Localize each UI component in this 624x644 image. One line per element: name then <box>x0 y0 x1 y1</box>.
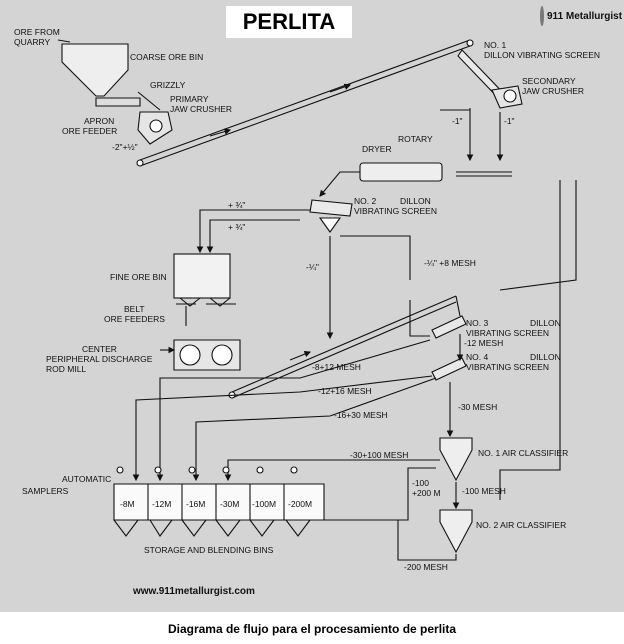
label-dryer: DRYER <box>362 144 392 154</box>
fine-ore-bin <box>173 253 231 299</box>
bin-label: -200M <box>288 499 312 509</box>
label-rod-mill-2: PERIPHERAL DISCHARGE <box>46 354 153 364</box>
sampler-icon <box>116 466 124 474</box>
bin-label: -8M <box>120 499 135 509</box>
label-minus-30-mesh: -30 MESH <box>458 402 497 412</box>
air-classifier-1 <box>439 437 473 482</box>
label-grizzly: GRIZZLY <box>150 80 186 90</box>
label-automatic-samplers: AUTOMATIC <box>62 474 111 484</box>
flowsheet-diagram: ORE FROM QUARRY COARSE ORE BIN GRIZZLY P… <box>14 27 600 572</box>
label-minus-200-mesh: -200 MESH <box>404 562 448 572</box>
label-screen-3-3: VIBRATING SCREEN <box>466 328 549 338</box>
label-screen-2: NO. 2 <box>354 196 376 206</box>
label-screen-2-3: VIBRATING SCREEN <box>354 206 437 216</box>
label-automatic-samplers-2: SAMPLERS <box>22 486 69 496</box>
label-belt-ore-feeders-2: ORE FEEDERS <box>104 314 165 324</box>
label-minus-100: -100 <box>412 478 429 488</box>
label-rod-mill: CENTER <box>82 344 117 354</box>
brand-logo: 911 Metallurgist <box>540 4 622 28</box>
label-coarse-ore-bin: COARSE ORE BIN <box>130 52 203 62</box>
label-screen-4-3: VIBRATING SCREEN <box>466 362 549 372</box>
label-minus-1in-b: -1" <box>504 116 515 126</box>
bin-label: -30M <box>220 499 239 509</box>
label-storage-bins: STORAGE AND BLENDING BINS <box>144 545 274 555</box>
label-fine-ore-bin: FINE ORE BIN <box>110 272 167 282</box>
label-rotary: ROTARY <box>398 134 433 144</box>
label-screen-2-2: DILLON <box>400 196 431 206</box>
grizzly <box>137 91 161 111</box>
label-screen-3: NO. 3 <box>466 318 488 328</box>
label-ore-from-quarry-2: QUARRY <box>14 37 51 47</box>
main-conveyor <box>139 39 471 161</box>
label-8-12-mesh: -8+12 MESH <box>312 362 361 372</box>
label-minus-100-mesh: -100 MESH <box>462 486 506 496</box>
label-apron-ore-feeder-2: ORE FEEDER <box>62 126 117 136</box>
label-primary-jaw-crusher-2: JAW CRUSHER <box>170 104 232 114</box>
figure-caption: Diagrama de flujo para el procesamiento … <box>167 622 457 636</box>
storage-bins <box>113 483 325 521</box>
label-size-2in: -2"+½" <box>112 142 138 152</box>
screen-4 <box>431 357 467 381</box>
label-apron-ore-feeder: APRON <box>84 116 114 126</box>
page-title: PERLITA <box>226 6 352 38</box>
label-minus-14: -¼" <box>306 262 319 272</box>
label-12-16-mesh: -12+16 MESH <box>318 386 372 396</box>
label-plus-34-a: + ¾" <box>228 200 245 210</box>
coarse-ore-bin <box>61 43 129 97</box>
label-plus-34-b: + ¾" <box>228 222 245 232</box>
quarry-feed-line <box>57 39 71 43</box>
logo-seal-icon <box>540 6 544 26</box>
label-screen-1: NO. 1 <box>484 40 506 50</box>
label-screen-4-2: DILLON <box>530 352 561 362</box>
label-belt-ore-feeders: BELT <box>124 304 145 314</box>
rotary-dryer <box>359 162 443 182</box>
bin-label: -100M <box>252 499 276 509</box>
label-minus-1in-a: -1" <box>452 116 463 126</box>
screen-3 <box>431 315 467 339</box>
label-secondary-jaw-crusher-2: JAW CRUSHER <box>522 86 584 96</box>
label-ore-from-quarry: ORE FROM <box>14 27 60 37</box>
label-rod-mill-3: ROD MILL <box>46 364 86 374</box>
label-screen-4: NO. 4 <box>466 352 488 362</box>
label-30-100-mesh: -30+100 MESH <box>350 450 408 460</box>
label-primary-jaw-crusher: PRIMARY <box>170 94 209 104</box>
air-classifier-2 <box>439 509 473 554</box>
label-minus-12-mesh: -12 MESH <box>464 338 503 348</box>
site-url: www.911metallurgist.com <box>133 586 255 597</box>
label-air-classifier-2: NO. 2 AIR CLASSIFIER <box>476 520 566 530</box>
lower-conveyor <box>231 295 457 393</box>
bin-label: -12M <box>152 499 171 509</box>
screen-2 <box>309 199 353 217</box>
label-screen-3-2: DILLON <box>530 318 561 328</box>
apron-feeder <box>95 97 141 107</box>
label-secondary-jaw-crusher: SECONDARY <box>522 76 576 86</box>
label-minus-14-plus-8: -¼" +8 MESH <box>424 258 476 268</box>
label-16-30-mesh: -16+30 MESH <box>334 410 388 420</box>
label-plus-200m: +200 M <box>412 488 441 498</box>
bin-label: -16M <box>186 499 205 509</box>
logo-text: 911 Metallurgist <box>547 10 623 22</box>
label-air-classifier-1: NO. 1 AIR CLASSIFIER <box>478 448 568 458</box>
label-screen-1-2: DILLON VIBRATING SCREEN <box>484 50 600 60</box>
